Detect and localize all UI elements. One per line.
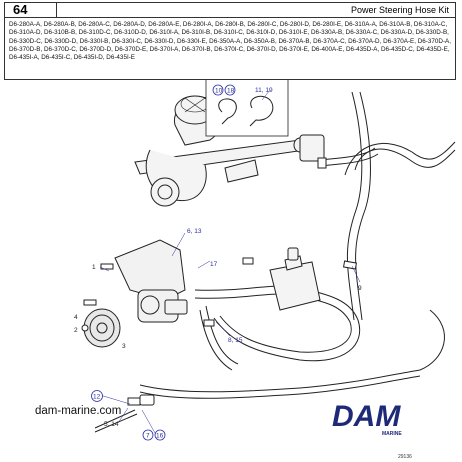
callout-5-14: 5, 14 — [104, 421, 119, 428]
callout-16: 16 — [156, 433, 164, 440]
cooler-hose-inner — [346, 91, 363, 321]
hose-mid-inner — [205, 305, 239, 365]
power-steering-pump — [114, 239, 188, 323]
dam-logo: DAM — [332, 400, 401, 432]
fitting-nut — [127, 397, 141, 406]
dam-logo-subtitle: MARINE — [382, 431, 402, 437]
callout-12: 12 — [93, 394, 101, 401]
heat-exchanger — [134, 95, 325, 207]
callout-circle-10 — [212, 84, 224, 96]
hose-end-right — [419, 309, 445, 371]
callout-circle-18 — [224, 84, 236, 96]
callout-7: 7 — [146, 433, 150, 440]
page-number: 64 — [5, 3, 57, 17]
model-list: D6-280A-A, D6-280A-B, D6-280A-C, D6-280A… — [4, 18, 456, 80]
callout-1: 1 — [92, 264, 96, 271]
callout-17: 17 — [210, 261, 218, 268]
callout-10: 10 — [215, 88, 223, 95]
pressure-hose-lower-inner — [139, 375, 421, 399]
cooler-hose — [355, 91, 371, 321]
callout-4: 4 — [74, 314, 78, 321]
hose-clamp-small — [218, 98, 237, 125]
callout-9: 9 — [358, 285, 362, 292]
return-hose-inner — [194, 293, 352, 353]
oil-reservoir — [269, 247, 321, 311]
figure-reference: 29136 — [398, 454, 412, 460]
callout-2: 2 — [74, 327, 78, 334]
clamp-inset: 10 18 11, 19 — [205, 80, 289, 137]
nut — [81, 324, 89, 332]
page-header: 64 Power Steering Hose Kit — [4, 2, 456, 18]
pump-pulley — [83, 308, 121, 348]
dam-logo-text: DAM — [332, 400, 401, 432]
parts-diagram: 10 18 11, 19 — [74, 80, 456, 441]
callout-6-13: 6, 13 — [187, 228, 202, 235]
mounting-bolts — [81, 263, 114, 332]
website-text: dam-marine.com — [35, 405, 122, 417]
clamp-c — [203, 319, 215, 327]
pressure-hose-lower — [139, 369, 421, 393]
callout-circle-16 — [154, 429, 166, 441]
clamp-a — [342, 260, 358, 270]
bolt-2 — [83, 299, 97, 306]
bolt-1 — [100, 263, 114, 270]
callout-8-15: 8, 15 — [228, 337, 243, 344]
pressure-line-fitting — [94, 409, 138, 433]
leader-lines — [99, 89, 361, 434]
return-hose — [194, 285, 361, 362]
clamp-b — [317, 157, 327, 169]
fitting-lower — [139, 394, 155, 406]
clamp-d — [242, 257, 254, 265]
callout-11-19: 11, 19 — [255, 87, 273, 94]
hose-mid — [199, 309, 233, 371]
hose-clamp-large — [249, 95, 274, 127]
cooler-outlet-pipe — [319, 147, 376, 161]
upper-right-hose — [354, 148, 456, 171]
upper-right-hose-inner — [344, 141, 456, 176]
page-title: Power Steering Hose Kit — [350, 5, 449, 15]
callout-circle-12 — [91, 390, 103, 402]
callout-18: 18 — [227, 88, 235, 95]
cooler-outlet-pipe-inner — [319, 153, 379, 167]
callout-circle-7 — [142, 429, 154, 441]
callout-3: 3 — [122, 343, 126, 350]
